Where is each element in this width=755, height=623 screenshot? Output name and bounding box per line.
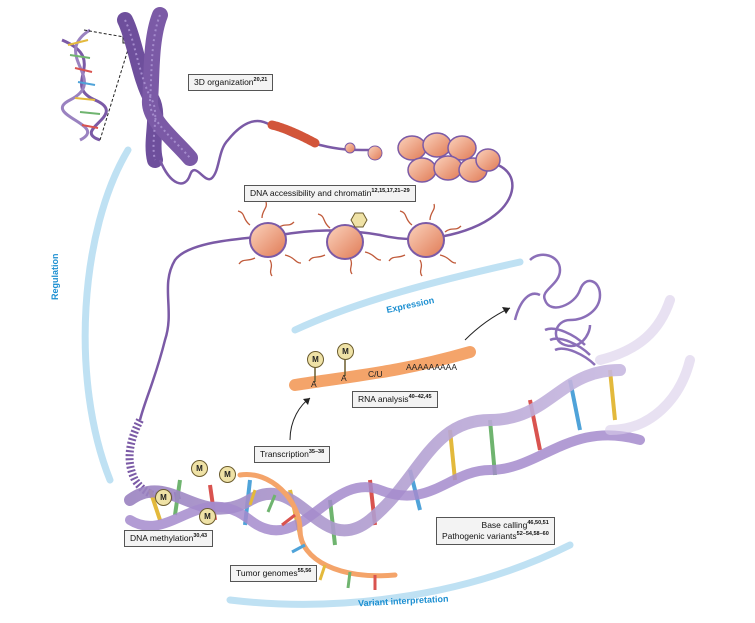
regulation-arc-label: Regulation (50, 253, 60, 301)
coiled-dna (125, 418, 181, 501)
rna-polya-tail: AAAAAAAAA (406, 362, 458, 372)
label-tumor-genomes: Tumor genomes55,56 (230, 565, 318, 582)
nucleosome (367, 145, 383, 161)
dna-methyl-badge: M (155, 489, 172, 506)
label-3d-organization: 3D organization20,21 (188, 74, 274, 91)
chromatin-fiber (158, 119, 371, 185)
tumor-strand (237, 471, 398, 579)
expression-arc (291, 258, 524, 334)
rna-strand (289, 346, 476, 391)
small-dna-helix (60, 28, 108, 142)
label-transcription: Transcription35–38 (254, 446, 331, 463)
nucleosome-cluster (397, 132, 501, 183)
dna-methyl-badge: M (219, 466, 236, 483)
rna-methyl-badge: M (337, 343, 354, 360)
rna-base-cu: C/U (368, 369, 383, 379)
rna-base-a2: A (341, 373, 347, 383)
chromosome (117, 7, 198, 168)
label-base-calling: Base calling46,50,51 Pathogenic variants… (436, 517, 555, 545)
tumor-bases (248, 489, 377, 590)
label-rna-analysis: RNA analysis40–42,45 (352, 391, 438, 408)
folded-protein (513, 253, 602, 366)
open-nucleosomes (237, 201, 462, 277)
zoom-line (99, 42, 131, 141)
zoom-line (83, 29, 125, 38)
regulation-arc (81, 146, 132, 484)
rna-base-a1: A (311, 379, 317, 389)
label-dna-accessibility: DNA accessibility and chromatin12,15,17,… (244, 185, 416, 202)
nucleosome (344, 142, 356, 154)
transcription-arrow (289, 397, 311, 441)
condensed-chromatin (267, 120, 320, 148)
rna-methyl-badge: M (307, 351, 324, 368)
label-dna-methylation: DNA methylation30,43 (124, 530, 214, 547)
main-dna-helix (124, 295, 695, 546)
variant-arc (226, 541, 574, 608)
dna-methyl-badge: M (199, 508, 216, 525)
translation-arrow (464, 307, 511, 341)
dna-methyl-badge: M (191, 460, 208, 477)
